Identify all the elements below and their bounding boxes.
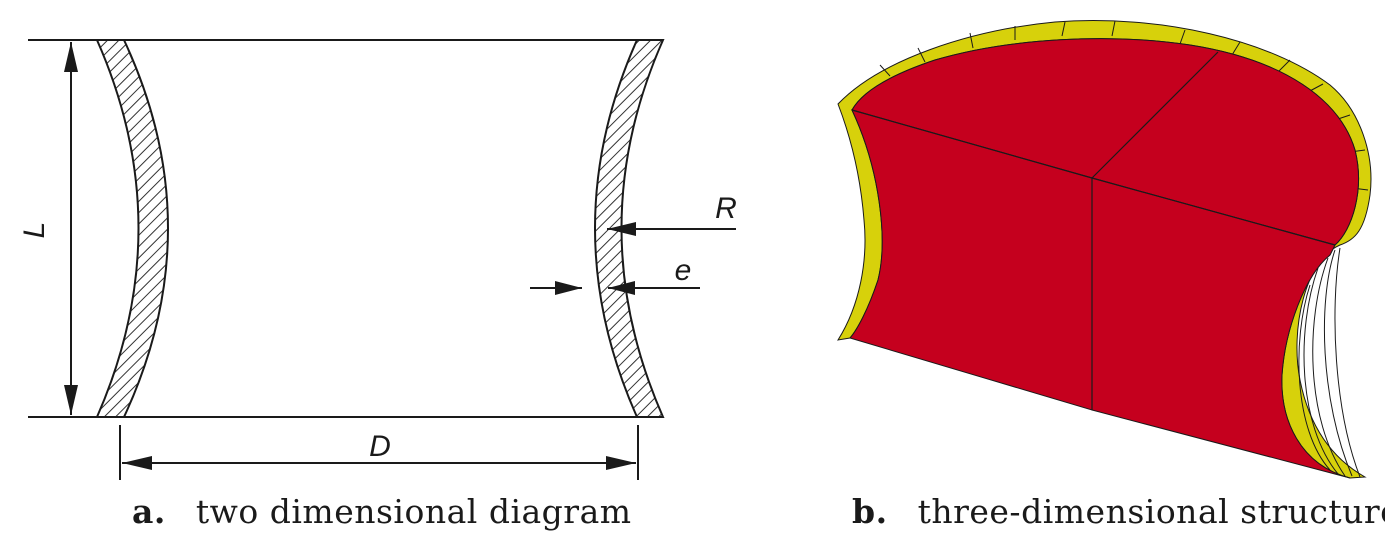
- radius-label: R: [715, 192, 737, 225]
- caption-a-text: two dimensional diagram: [195, 492, 632, 531]
- left-wall-section: [95, 39, 169, 418]
- radius-leader: R: [607, 192, 737, 236]
- right-wall-section: [594, 39, 665, 418]
- thickness-label: e: [675, 254, 692, 287]
- caption-panel-a: a. two dimensional diagram: [132, 492, 632, 531]
- length-dimension: L: [18, 42, 78, 415]
- thickness-dimension: e: [530, 254, 700, 295]
- caption-b-text: three-dimensional structure: [917, 492, 1385, 531]
- length-label: L: [18, 222, 51, 239]
- caption-panel-b: b. three-dimensional structure: [852, 492, 1385, 531]
- diameter-dimension: D: [119, 425, 639, 480]
- left-front-face: [849, 109, 1093, 411]
- shell-curvature-lines: [1298, 247, 1361, 478]
- face-edge-lines: [851, 51, 1336, 410]
- panel-b-three-dimensional-structure: [836, 20, 1372, 479]
- caption-b-tag: b.: [852, 492, 888, 531]
- diameter-label: D: [369, 430, 391, 463]
- top-face: [851, 38, 1359, 246]
- right-front-face: [1091, 177, 1351, 479]
- panel-a-two-dimensional-diagram: L D R e: [18, 39, 737, 480]
- caption-a-tag: a.: [132, 492, 166, 531]
